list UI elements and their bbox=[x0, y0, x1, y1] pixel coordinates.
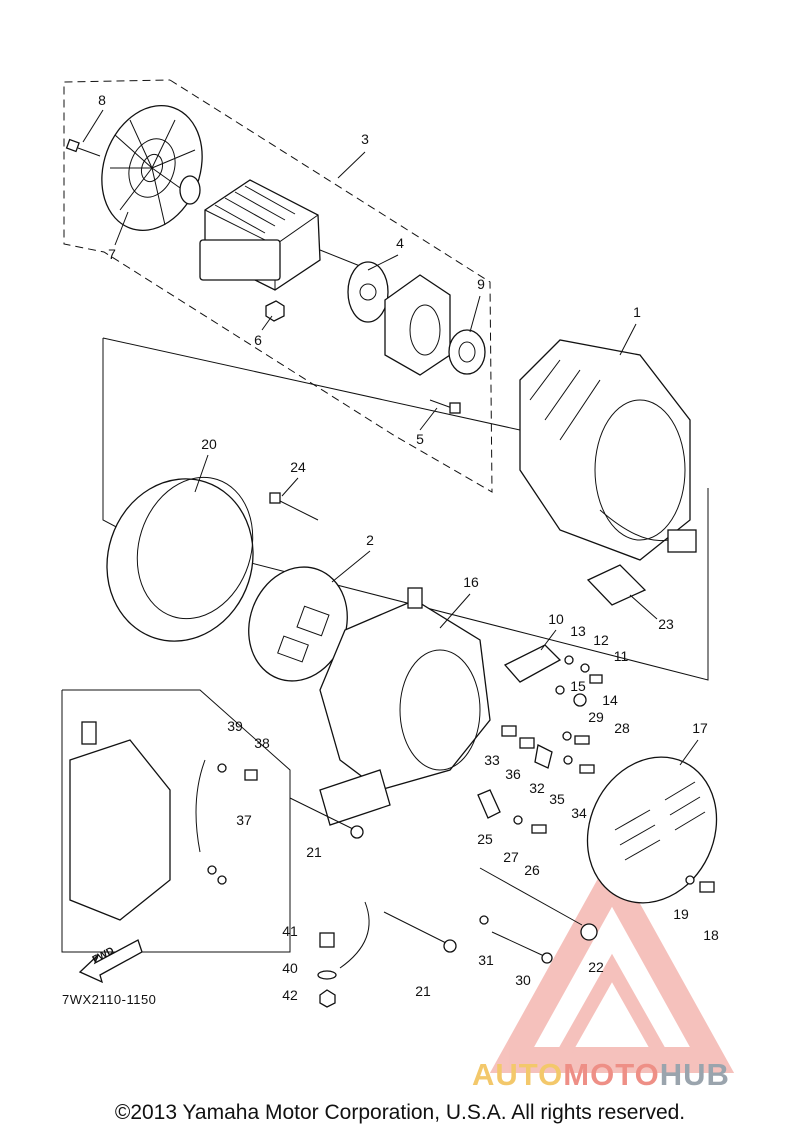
through-bolt-30 bbox=[491, 931, 553, 964]
callout-15: 15 bbox=[570, 678, 586, 694]
callout-7: 7 bbox=[108, 246, 116, 262]
brush-holder-10 bbox=[503, 644, 562, 683]
callout-26: 26 bbox=[524, 862, 540, 878]
callout-33: 33 bbox=[484, 752, 500, 768]
callout-21: 21 bbox=[306, 844, 322, 860]
diagram-code: 7WX2110-1150 bbox=[62, 992, 157, 1007]
callout-35: 35 bbox=[549, 791, 565, 807]
watermark-part1: AUTO bbox=[472, 1057, 564, 1092]
callout-21: 21 bbox=[415, 983, 431, 999]
watermark-part3: HUB bbox=[659, 1057, 730, 1092]
guide-line bbox=[102, 337, 521, 431]
callout-40: 40 bbox=[282, 960, 298, 976]
bearing-holder-4 bbox=[347, 261, 389, 323]
callout-14: 14 bbox=[602, 692, 618, 708]
callout-32: 32 bbox=[529, 780, 545, 796]
callout-34: 34 bbox=[571, 805, 587, 821]
insulator-23 bbox=[586, 564, 647, 606]
callout-11: 11 bbox=[614, 648, 629, 664]
leader-lines bbox=[82, 109, 699, 766]
inset-detail-box bbox=[61, 689, 291, 953]
callout-labels: 1234567891011121314151617181920212122232… bbox=[98, 92, 719, 1003]
ground-lead bbox=[317, 901, 370, 1008]
callout-16: 16 bbox=[463, 574, 479, 590]
copyright-notice: ©2013 Yamaha Motor Corporation, U.S.A. A… bbox=[114, 1101, 686, 1124]
watermark-triangle bbox=[489, 853, 735, 1073]
callout-4: 4 bbox=[396, 235, 404, 251]
fwd-arrow bbox=[78, 939, 143, 984]
callout-28: 28 bbox=[614, 720, 630, 736]
callout-30: 30 bbox=[515, 972, 531, 988]
callout-12: 12 bbox=[593, 632, 609, 648]
through-bolt-22 bbox=[479, 867, 598, 941]
bearing-9 bbox=[448, 329, 486, 375]
field-coil bbox=[384, 274, 451, 376]
callout-24: 24 bbox=[290, 459, 306, 475]
callout-6: 6 bbox=[254, 332, 262, 348]
callout-8: 8 bbox=[98, 92, 106, 108]
small-hardware bbox=[477, 655, 715, 925]
rear-cover bbox=[586, 756, 718, 904]
callout-3: 3 bbox=[361, 131, 369, 147]
through-bolt-21a bbox=[289, 797, 364, 839]
through-bolt-21b bbox=[383, 911, 457, 953]
callout-31: 31 bbox=[478, 952, 494, 968]
callout-42: 42 bbox=[282, 987, 298, 1003]
callout-2: 2 bbox=[366, 532, 374, 548]
callout-17: 17 bbox=[692, 720, 708, 736]
callout-25: 25 bbox=[477, 831, 493, 847]
callout-1: 1 bbox=[633, 304, 641, 320]
generator-housing bbox=[319, 587, 491, 826]
cover-band bbox=[106, 476, 254, 642]
cooling-fan bbox=[101, 105, 203, 231]
callout-41: 41 bbox=[282, 923, 298, 939]
nut-6 bbox=[265, 300, 285, 322]
callout-13: 13 bbox=[570, 623, 586, 639]
watermark-logo: AUTOMOTOHUB bbox=[472, 1057, 730, 1093]
bolt-8 bbox=[65, 138, 101, 157]
callout-22: 22 bbox=[588, 959, 604, 975]
callout-39: 39 bbox=[227, 718, 243, 734]
callout-20: 20 bbox=[201, 436, 217, 452]
bolt-24 bbox=[269, 492, 319, 521]
callout-36: 36 bbox=[505, 766, 521, 782]
stator bbox=[519, 339, 697, 561]
callout-9: 9 bbox=[477, 276, 485, 292]
callout-19: 19 bbox=[673, 906, 689, 922]
callout-10: 10 bbox=[548, 611, 564, 627]
callout-29: 29 bbox=[588, 709, 604, 725]
watermark-part2: MOTO bbox=[563, 1057, 660, 1092]
bolt-5 bbox=[429, 399, 461, 414]
callout-5: 5 bbox=[416, 431, 424, 447]
rotor-group-box bbox=[63, 79, 493, 493]
rotor-assembly bbox=[179, 175, 371, 291]
callout-38: 38 bbox=[254, 735, 270, 751]
callout-18: 18 bbox=[703, 927, 719, 943]
callout-37: 37 bbox=[236, 812, 252, 828]
callout-27: 27 bbox=[503, 849, 519, 865]
callout-23: 23 bbox=[658, 616, 674, 632]
